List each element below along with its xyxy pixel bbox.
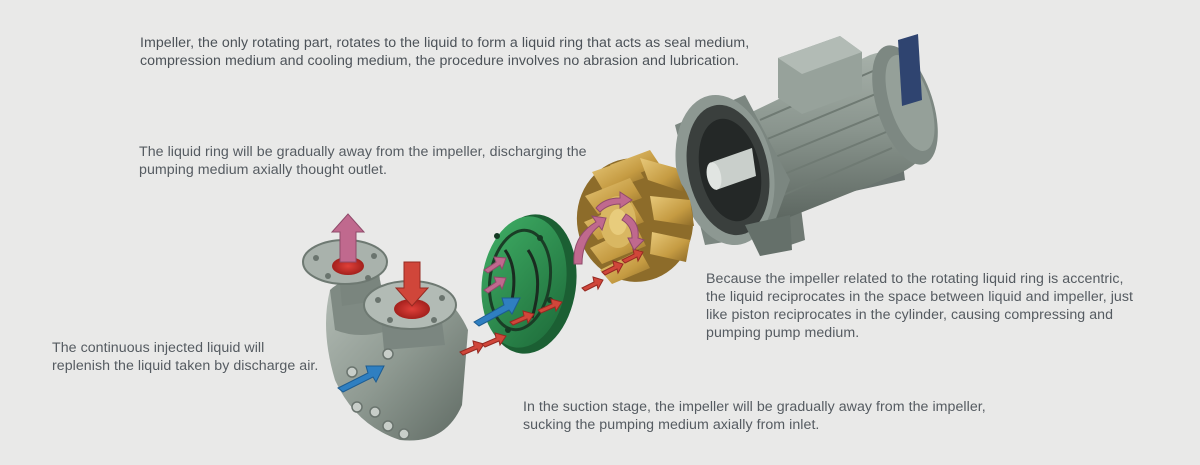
distributor-plate: [481, 214, 577, 354]
impeller: [576, 150, 694, 284]
discharge-arrow: [330, 213, 366, 263]
electric-motor: [675, 34, 938, 256]
caption-line: pumping medium axially thought outlet.: [139, 162, 387, 178]
injected-liquid-caption: The continuous injected liquid will repl…: [52, 339, 318, 375]
caption-line: compression medium and cooling medium, t…: [140, 53, 740, 69]
caption-line: sucking the pumping medium axially from …: [523, 417, 820, 433]
accentric-caption: Because the impeller related to the rota…: [706, 270, 1133, 342]
pump-casing: [302, 239, 468, 441]
caption-line: like piston reciprocates in the cylinder…: [706, 307, 1114, 323]
suction-path-arrows: [459, 248, 644, 356]
caption-line: Because the impeller related to the rota…: [706, 271, 1124, 287]
liquid-ring-caption: The liquid ring will be gradually away f…: [139, 143, 587, 179]
caption-line: The continuous injected liquid will: [52, 340, 265, 356]
caption-line: The liquid ring will be gradually away f…: [139, 144, 587, 160]
discharge-path-arrows: [483, 191, 645, 294]
casing-bolts: [346, 348, 410, 440]
caption-line: the liquid reciprocates in the space bet…: [706, 289, 1134, 305]
caption-line: pumping pump medium.: [706, 325, 860, 341]
liquid-inlet-arrow: [337, 297, 521, 393]
caption-line: replenish the liquid taken by discharge …: [52, 358, 319, 374]
suction-arrow: [394, 261, 430, 307]
caption-line: In the suction stage, the impeller will …: [523, 399, 986, 415]
suction-stage-caption: In the suction stage, the impeller will …: [523, 398, 986, 434]
caption-line: Impeller, the only rotating part, rotate…: [140, 35, 750, 51]
impeller-caption: Impeller, the only rotating part, rotate…: [140, 34, 749, 70]
inlet-flange: [363, 280, 457, 350]
nameplate: [898, 34, 922, 106]
